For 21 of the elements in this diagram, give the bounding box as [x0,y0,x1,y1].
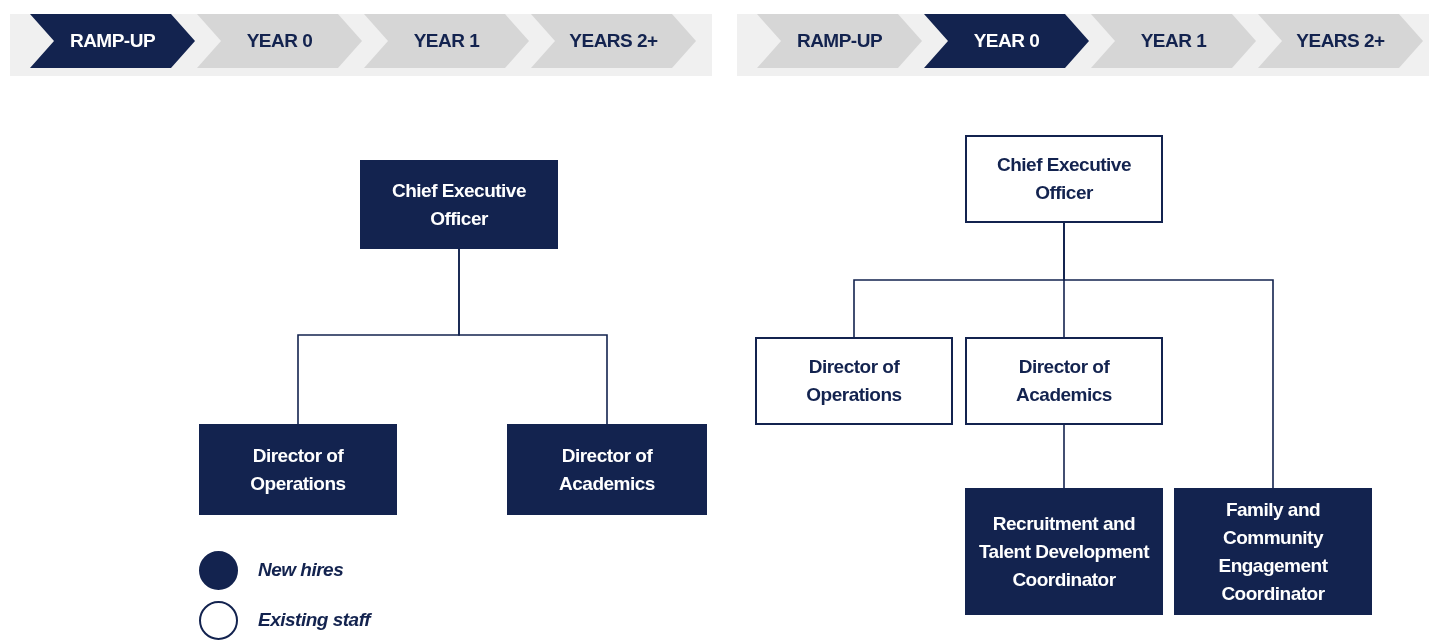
phase-tab: YEARS 2+ [1258,14,1423,68]
phase-tab: RAMP-UP [757,14,922,68]
org-chart-box: Director of Operations [199,424,397,515]
org-chart-box: Director of Operations [755,337,953,425]
org-chart-box: Family and Community Engagement Coordinator [1174,488,1372,615]
org-chart-box: Chief Executive Officer [360,160,558,249]
org-chart-box: Director of Academics [965,337,1163,425]
legend-label: New hires [258,559,344,581]
org-chart-box: Director of Academics [507,424,707,515]
org-chart-box: Recruitment and Talent Development Coordinator [965,488,1163,615]
connector-line [1063,424,1065,489]
phase-tab: YEARS 2+ [531,14,696,68]
legend-label: Existing staff [258,609,370,631]
connector-line [458,248,608,425]
connector-line [1063,222,1274,489]
phase-tab: YEAR 1 [1091,14,1256,68]
phase-tab: YEAR 0 [197,14,362,68]
phase-tab: YEAR 0 [924,14,1089,68]
phase-tab: YEAR 1 [364,14,529,68]
org-chart-box: Chief Executive Officer [965,135,1163,223]
phase-tab: RAMP-UP [30,14,195,68]
